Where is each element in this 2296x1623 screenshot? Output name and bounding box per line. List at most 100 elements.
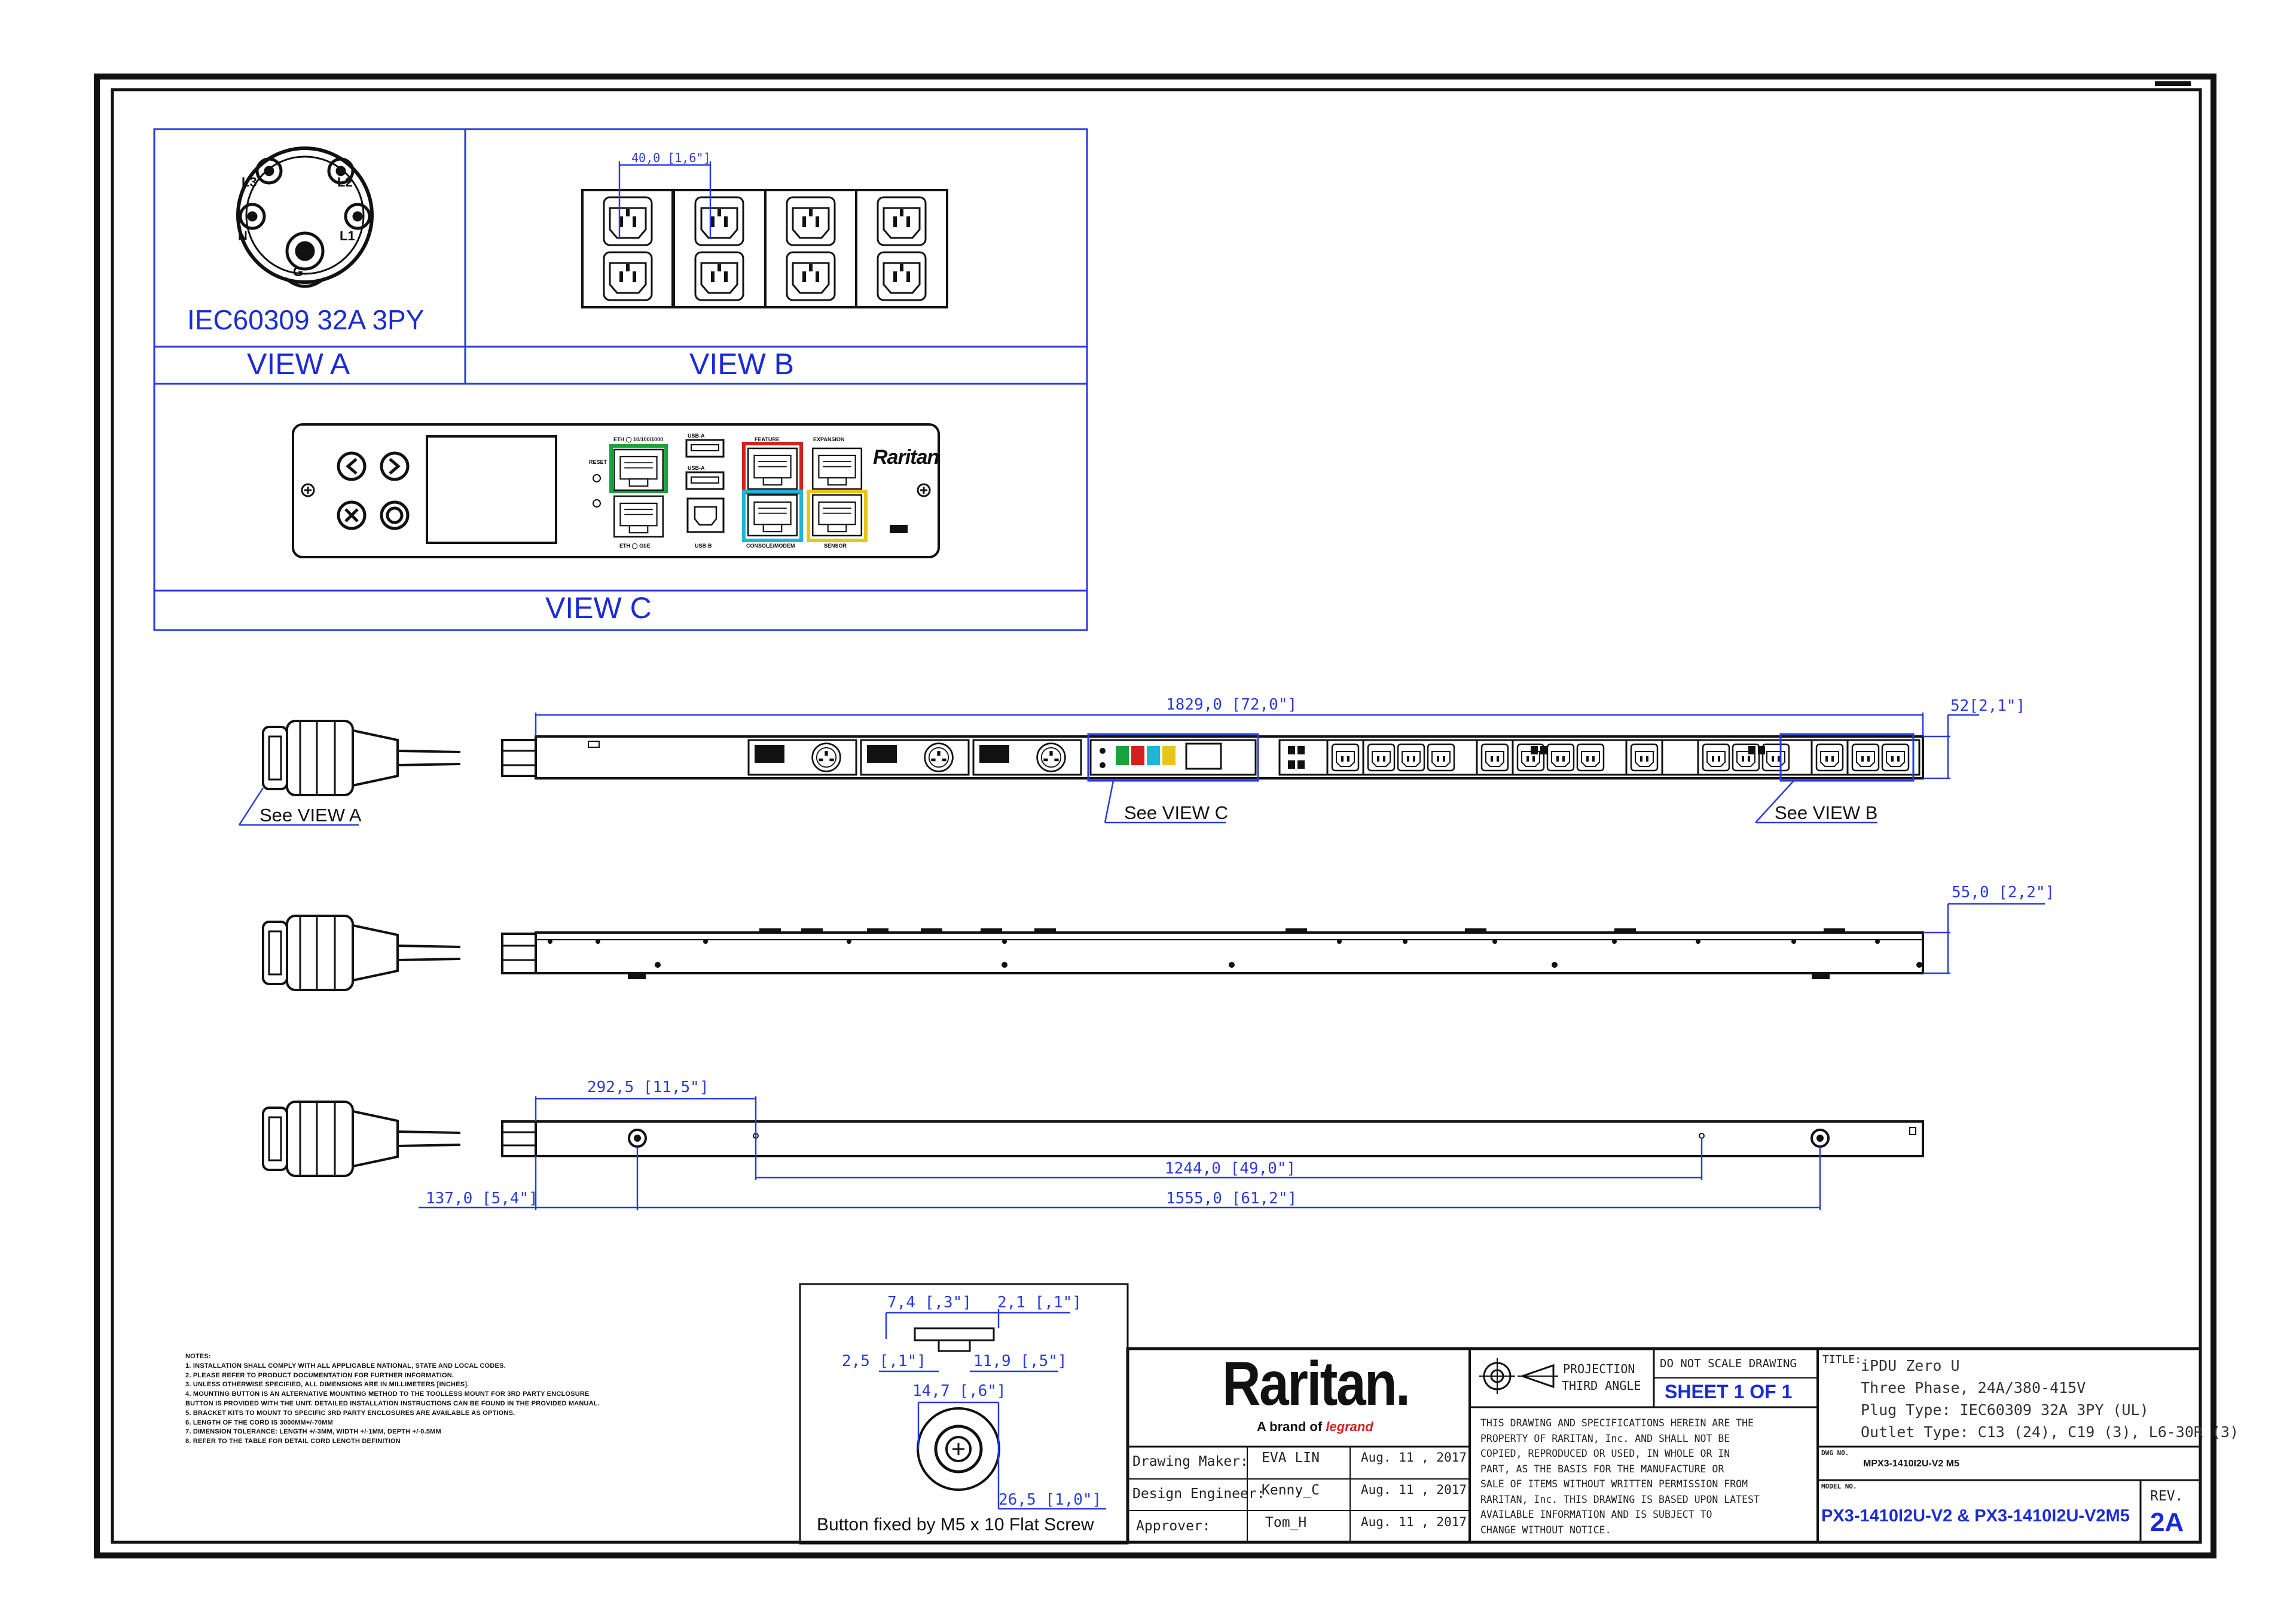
svg-text:RESET: RESET (589, 459, 607, 465)
dwg-no-label: DWG NO. (1821, 1449, 1849, 1457)
title-line: Three Phase, 24A/380-415V (1861, 1379, 2086, 1396)
svg-text:FEATURE: FEATURE (755, 436, 780, 442)
note-item: 5. BRACKET KITS TO MOUNT TO SPECIFIC 3RD… (185, 1409, 515, 1417)
notes-heading: NOTES: (185, 1353, 211, 1360)
dimension-lines-back (419, 1096, 1821, 1210)
controller-brand-logo: Raritan (873, 446, 939, 469)
svg-text:ETH ◯ 10/100/1000: ETH ◯ 10/100/1000 (613, 436, 663, 443)
dimension-lines-button (879, 1309, 1106, 1510)
dim-depth: 55,0 [2,2"] (1952, 884, 2055, 901)
button-detail (799, 1283, 1129, 1545)
model-number: PX3-1410I2U-V2 & PX3-1410I2U-V2M5 (1821, 1506, 2130, 1526)
dwg-number: MPX3-1410I2U-V2 M5 (1863, 1459, 1959, 1469)
svg-text:SENSOR: SENSOR (824, 543, 847, 549)
controller-panel-view-c: ETH ◯ 10/100/1000 RESET USB-A USB-A FEAT… (292, 423, 940, 558)
dimension-outlet-pitch (618, 161, 712, 239)
dim-outlet-pitch: 40,0 [1,6"] (631, 151, 711, 165)
projection-angle: THIRD ANGLE (1562, 1379, 1641, 1393)
title-field-label: TITLE: (1822, 1353, 1862, 1366)
pin-label-g: G (293, 264, 303, 279)
disclaimer-line: PART, AS THE BASIS FOR THE MANUFACTURE O… (1480, 1463, 1724, 1475)
dim-width: 52[2,1"] (1950, 697, 2026, 715)
pin-label-n: N (238, 228, 248, 243)
dim-button-5: 14,7 [,6"] (912, 1382, 1006, 1400)
svg-text:USB-A: USB-A (688, 465, 705, 471)
ownership-disclaimer: THIS DRAWING AND SPECIFICATIONS HEREIN A… (1480, 1416, 1797, 1538)
button-caption: Button fixed by M5 x 10 Flat Screw (817, 1515, 1094, 1535)
svg-text:USB-A: USB-A (688, 433, 705, 439)
drawing-title: iPDU Zero U Three Phase, 24A/380-415V Pl… (1861, 1355, 2239, 1443)
dim-button-1: 7,4 [,3"] (887, 1294, 972, 1312)
svg-text:CONSOLE/MODEM: CONSOLE/MODEM (746, 543, 795, 549)
approver-name: Tom_H (1265, 1515, 1307, 1530)
note-item: BUTTON IS PROVIDED WITH THE UNIT. DETAIL… (185, 1399, 600, 1407)
note-item: 7. DIMENSION TOLERANCE: LENGTH +/-3MM, W… (185, 1428, 441, 1436)
design-engineer-label: Design Engineer: (1132, 1486, 1265, 1502)
outlet-bank-view-b (581, 189, 948, 308)
view-a-label: VIEW A (247, 347, 350, 381)
view-c-label: VIEW C (545, 591, 652, 625)
callout-see-view-b: See VIEW B (1775, 802, 1878, 823)
disclaimer-line: AVAILABLE INFORMATION AND IS SUBJECT TO (1480, 1509, 1712, 1520)
design-engineer-name: Kenny_C (1262, 1483, 1320, 1498)
plug-type-label: IEC60309 32A 3PY (187, 304, 425, 335)
pdu-back-view (262, 1101, 1924, 1177)
approver-label: Approver: (1136, 1518, 1211, 1534)
note-item: 6. LENGTH OF THE CORD IS 3000MM+/-70MM (185, 1419, 333, 1426)
plug-face-iec60309 (236, 146, 374, 288)
raritan-logo: Raritan. (1222, 1349, 1410, 1419)
revision: 2A (2150, 1508, 2184, 1537)
rev-label: REV. (2150, 1488, 2184, 1504)
drawing-maker-label: Drawing Maker: (1132, 1454, 1248, 1469)
svg-text:USB-B: USB-B (695, 543, 712, 549)
callout-see-view-a: See VIEW A (259, 805, 362, 826)
pin-label-l2: L2 (337, 175, 353, 189)
title-line: Plug Type: IEC60309 32A 3PY (UL) (1861, 1401, 2149, 1419)
model-no-label: MODEL NO. (1821, 1483, 1857, 1490)
projection-label: PROJECTION (1563, 1362, 1635, 1376)
note-item: 8. REFER TO THE TABLE FOR DETAIL CORD LE… (185, 1438, 401, 1445)
svg-text:EXPANSION: EXPANSION (813, 436, 844, 442)
note-item: 1. INSTALLATION SHALL COMPLY WITH ALL AP… (185, 1362, 506, 1370)
view-b-label: VIEW B (689, 347, 795, 381)
callout-see-view-c: See VIEW C (1124, 802, 1228, 823)
dim-overall-length: 1829,0 [72,0"] (1166, 696, 1297, 714)
pdu-side-view (262, 915, 1924, 991)
disclaimer-line: CHANGE WITHOUT NOTICE. (1480, 1524, 1611, 1536)
drawing-maker-date: Aug. 11 , 2017 (1361, 1450, 1467, 1465)
dim-bracket-offset: 292,5 [11,5"] (587, 1078, 709, 1096)
note-item: 3. UNLESS OTHERWISE SPECIFIED, ALL DIMEN… (185, 1381, 469, 1389)
pin-label-l3: L3 (242, 175, 257, 189)
disclaimer-line: PROPERTY OF RARITAN, Inc. AND SHALL NOT … (1480, 1432, 1730, 1444)
dimension-lines-side (1923, 903, 2045, 974)
dim-button-2: 2,1 [,1"] (997, 1294, 1082, 1312)
approver-date: Aug. 11 , 2017 (1361, 1515, 1467, 1529)
disclaimer-line: SALE OF ITEMS WITHOUT WRITTEN PERMISSION… (1480, 1478, 1748, 1490)
svg-text:ETH ◯ GbE: ETH ◯ GbE (619, 543, 651, 549)
note-item: 4. MOUNTING BUTTON IS AN ALTERNATIVE MOU… (185, 1390, 590, 1398)
title-line: Outlet Type: C13 (24), C19 (3), L6-30R (… (1861, 1423, 2239, 1441)
do-not-scale-note: DO NOT SCALE DRAWING (1660, 1357, 1797, 1370)
dim-button-6: 26,5 [1,0"] (999, 1491, 1102, 1509)
brand-prefix-text: A brand of (1257, 1419, 1323, 1434)
brand-prefix: A brand of legrand (1257, 1419, 1373, 1435)
disclaimer-line: THIS DRAWING AND SPECIFICATIONS HEREIN A… (1480, 1417, 1754, 1429)
note-item: 2. PLEASE REFER TO PRODUCT DOCUMENTATION… (185, 1371, 454, 1379)
legrand-logo: legrand (1326, 1419, 1373, 1434)
general-notes: NOTES: 1. INSTALLATION SHALL COMPLY WITH… (185, 1352, 652, 1447)
title-block (1126, 1347, 2202, 1544)
disclaimer-line: RARITAN, Inc. THIS DRAWING IS BASED UPON… (1480, 1493, 1760, 1505)
pdu-front-view (262, 720, 1924, 796)
dim-bracket-spacing-b: 1555,0 [61,2"] (1166, 1190, 1297, 1208)
disclaimer-line: COPIED, REPRODUCED OR USED, IN WHOLE OR … (1480, 1448, 1730, 1459)
dim-bracket-spacing-a: 1244,0 [49,0"] (1165, 1160, 1296, 1178)
sheet-number: SHEET 1 OF 1 (1665, 1381, 1793, 1402)
dimension-lines-front (238, 713, 1979, 826)
view-panel (153, 128, 1088, 631)
dim-button-4: 11,9 [,5"] (973, 1352, 1067, 1370)
drawing-maker-name: EVA LIN (1262, 1450, 1320, 1466)
pin-label-l1: L1 (340, 228, 355, 243)
dim-button-3: 2,5 [,1"] (842, 1352, 926, 1370)
title-line: iPDU Zero U (1861, 1357, 1960, 1374)
